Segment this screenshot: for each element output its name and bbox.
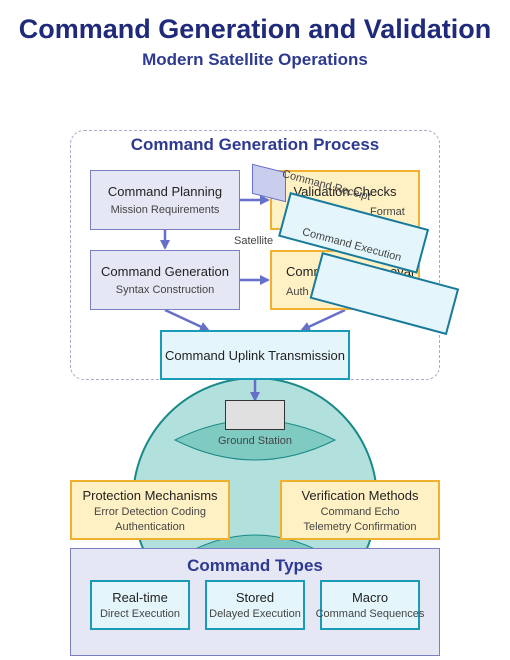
validation-checks-label: Validation Checks [293, 184, 397, 199]
verification-item: Telemetry Confirmation [303, 520, 417, 533]
page-subtitle: Modern Satellite Operations [142, 50, 368, 69]
verification-methods-box: Verification Methods Command Echo Teleme… [280, 480, 440, 540]
protection-mechanisms-box: Protection Mechanisms Error Detection Co… [70, 480, 230, 540]
verification-methods-title: Verification Methods [301, 487, 419, 503]
command-planning-label: Command Planning [107, 184, 223, 199]
command-type-stored: Stored Delayed Execution [205, 580, 305, 630]
verification-item: Command Echo [320, 505, 400, 518]
protection-mechanisms-title: Protection Mechanisms [82, 487, 218, 503]
arrow-generation-to-uplink [164, 308, 210, 332]
command-type-label: Real-time [112, 590, 168, 605]
command-type-macro: Macro Command Sequences [316, 580, 424, 630]
protection-item: Error Detection Coding [94, 505, 206, 518]
command-uplink-label: Command Uplink Transmission [165, 347, 345, 363]
command-type-detail: Direct Execution [99, 608, 181, 620]
command-approval-detail-left: Auth [286, 286, 309, 298]
arrow-approval-to-uplink [300, 308, 346, 332]
page-title: Command Generation and Validation [18, 14, 492, 44]
command-planning-box: Command Planning Mission Requirements [90, 170, 240, 230]
command-type-detail: Delayed Execution [209, 608, 301, 620]
command-type-detail: Command Sequences [315, 608, 425, 620]
command-generation-detail: Syntax Construction [115, 284, 215, 296]
command-generation-label: Command Generation [101, 264, 229, 279]
command-planning-detail: Mission Requirements [110, 204, 220, 216]
command-type-label: Macro [351, 590, 389, 605]
protection-item: Authentication [115, 520, 185, 533]
command-types-title: Command Types [187, 556, 323, 575]
earth-band-upper [173, 419, 337, 461]
command-type-realtime: Real-time Direct Execution [90, 580, 190, 630]
command-uplink-box: Command Uplink Transmission [160, 330, 350, 380]
command-generation-box: Command Generation Syntax Construction [90, 250, 240, 310]
command-type-label: Stored [235, 590, 275, 605]
ground-station-label: Ground Station [218, 435, 292, 447]
satellite-label: Satellite [234, 235, 274, 247]
ground-station-icon [225, 400, 285, 430]
process-title: Command Generation Process [130, 135, 380, 154]
